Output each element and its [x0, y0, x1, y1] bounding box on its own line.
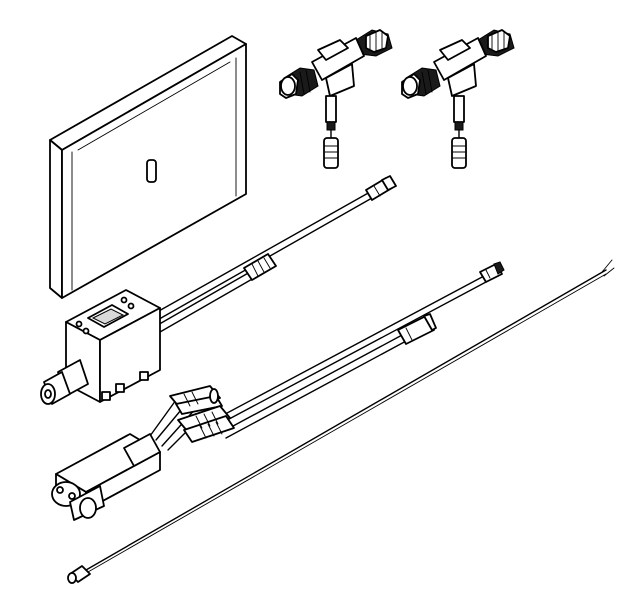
control-unit — [40, 289, 161, 405]
panel-slot — [146, 159, 157, 183]
sensor-module-cables — [149, 261, 505, 451]
control-unit-cables — [149, 175, 397, 333]
t-connector-left — [279, 29, 393, 169]
sensor-clamp-module — [51, 433, 161, 521]
thin-wire — [67, 259, 615, 584]
t-connector-right — [401, 29, 515, 169]
display-panel — [49, 35, 247, 299]
